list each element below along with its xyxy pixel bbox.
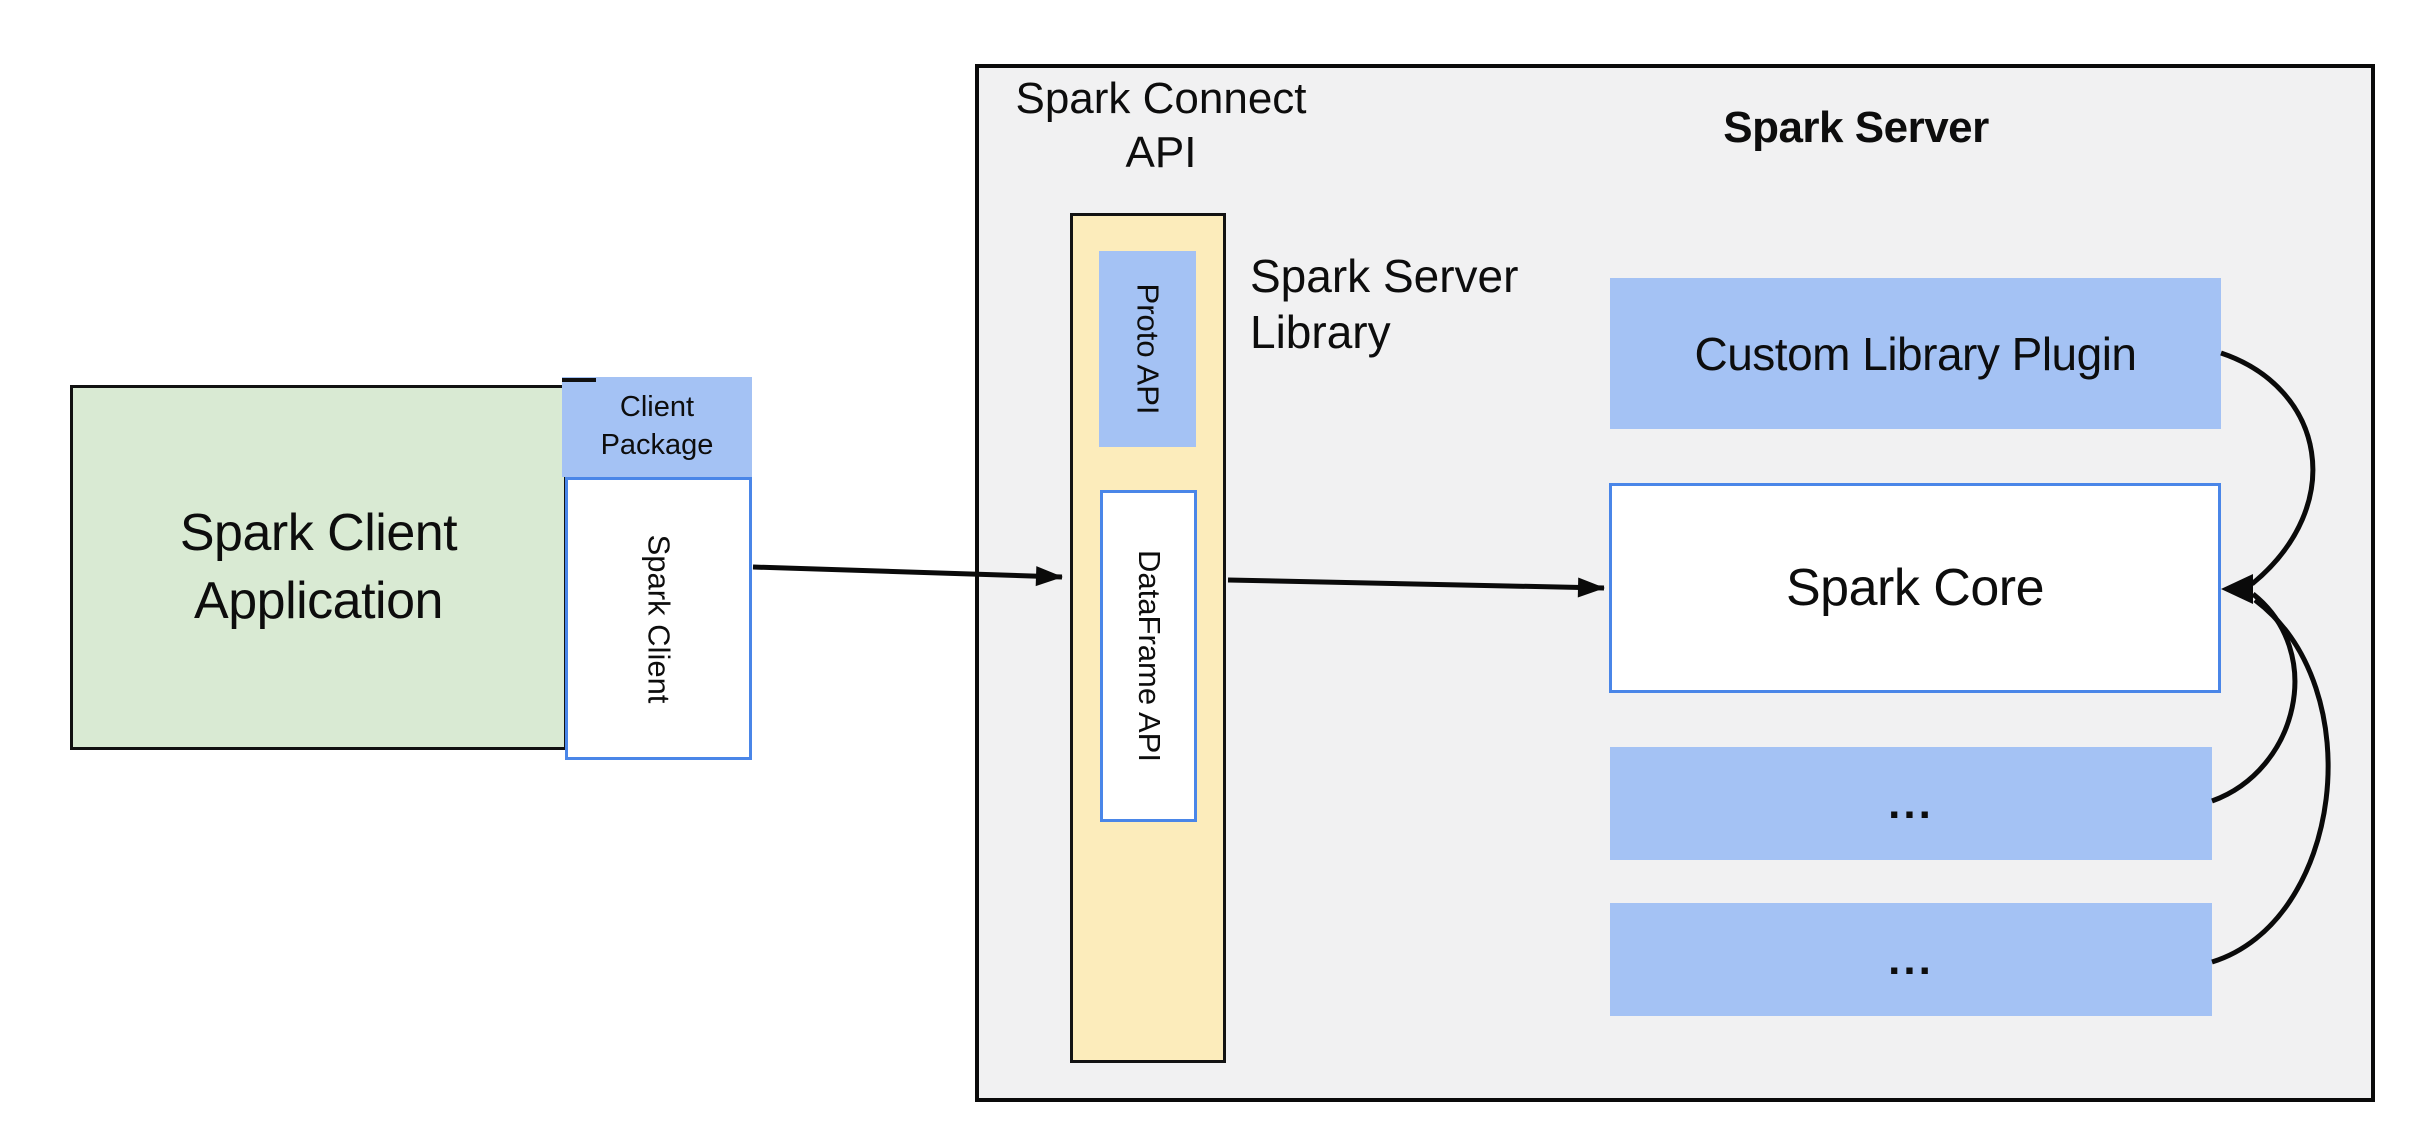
placeholder-plugin-box-1: ...: [1610, 747, 2212, 860]
spark-client-application-box: Spark Client Application: [70, 385, 567, 750]
proto-api-label: Proto API: [1130, 283, 1166, 415]
spark-core-box: Spark Core: [1609, 483, 2221, 693]
placeholder-dots-2: ...: [1888, 934, 1934, 984]
client-package-label: Client Package: [600, 391, 714, 461]
placeholder-dots-1: ...: [1888, 778, 1934, 828]
dataframe-api-box: DataFrame API: [1100, 490, 1197, 822]
green-box-border-stub: [562, 378, 596, 382]
custom-library-plugin-box: Custom Library Plugin: [1610, 278, 2221, 429]
spark-server-heading: Spark Server: [1723, 103, 1989, 152]
spark-client-application-label: Spark Client Application: [179, 503, 458, 630]
dataframe-api-label: DataFrame API: [1131, 550, 1167, 762]
proto-api-box: Proto API: [1099, 251, 1196, 447]
placeholder-plugin-box-2: ...: [1610, 903, 2212, 1016]
spark-client-label: Spark Client: [641, 534, 677, 703]
spark-connect-api-heading: Spark Connect API: [1015, 74, 1307, 177]
spark-client-box: Spark Client: [565, 477, 752, 760]
client-package-box: Client Package: [562, 377, 752, 477]
spark-server-library-heading: Spark Server Library: [1250, 250, 1519, 359]
custom-library-plugin-label: Custom Library Plugin: [1694, 327, 2137, 380]
spark-core-label: Spark Core: [1786, 559, 2045, 617]
